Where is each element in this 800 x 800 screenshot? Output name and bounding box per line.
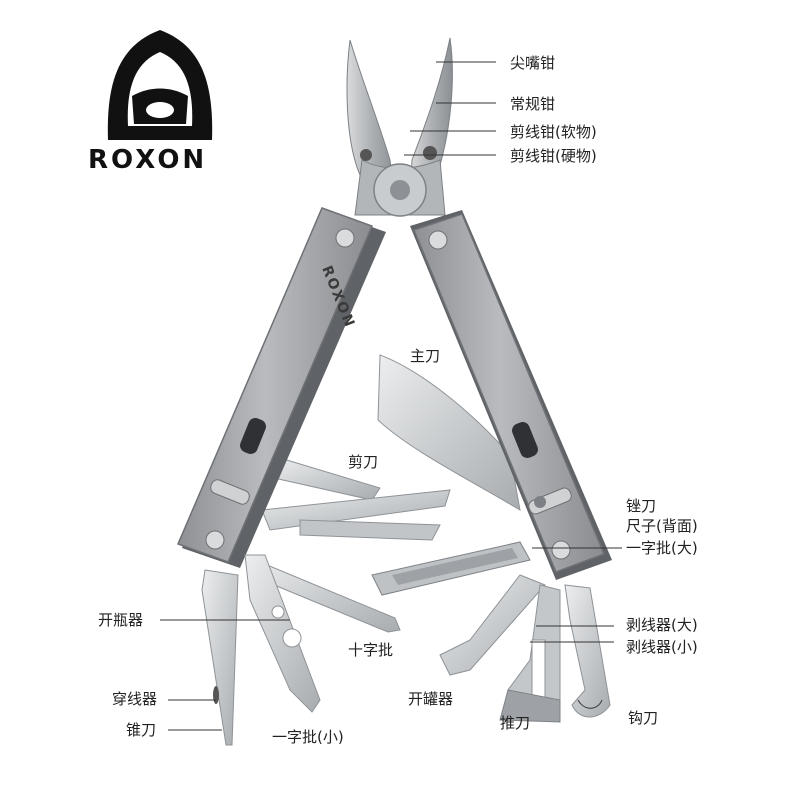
handle-screw-top-right xyxy=(428,230,448,250)
label-threader: 穿线器 xyxy=(112,690,157,708)
lock-slider[interactable] xyxy=(238,416,268,456)
label-awl: 锥刀 xyxy=(126,721,156,739)
logo-text: ROXON xyxy=(88,145,207,175)
handle-screw-top xyxy=(335,228,355,248)
label-scissors: 剪刀 xyxy=(348,453,378,471)
label-flat-screwdriver-small: 一字批(小) xyxy=(272,728,344,746)
label-wire-cutter-hard: 剪线钳(硬物) xyxy=(510,147,597,165)
label-regular-pliers: 常规钳 xyxy=(510,95,555,113)
label-can-opener: 开罐器 xyxy=(408,690,453,708)
leader-lines xyxy=(160,61,622,731)
bottle-opener-tool xyxy=(244,554,321,713)
can-opener-tool xyxy=(439,574,546,676)
handle-screw-bottom-right xyxy=(551,540,571,560)
label-wire-stripper-small: 剥线器(小) xyxy=(626,638,698,656)
label-bottle-opener: 开瓶器 xyxy=(98,611,143,629)
label-hook-knife: 钩刀 xyxy=(628,709,658,727)
awl-blade xyxy=(201,569,239,746)
label-phillips: 十字批 xyxy=(348,641,393,659)
brand-logo: ROXON xyxy=(88,30,213,175)
label-flat-screwdriver-large: 一字批(大) xyxy=(626,539,698,557)
lock-slider-right[interactable] xyxy=(510,420,540,460)
handle-screw-bottom xyxy=(205,530,225,550)
label-file: 锉刀 xyxy=(626,497,656,515)
label-wire-stripper-large: 剥线器(大) xyxy=(626,616,698,634)
left-handle: ROXON xyxy=(176,207,386,568)
label-wire-cutter-soft: 剪线钳(软物) xyxy=(510,123,597,141)
right-handle xyxy=(410,210,612,580)
hook-knife-tool xyxy=(564,584,611,718)
label-push-knife: 推刀 xyxy=(500,714,530,732)
label-needle-nose-pliers: 尖嘴钳 xyxy=(510,54,555,72)
push-knife-tool xyxy=(499,689,561,723)
main-knife-blade xyxy=(377,354,521,511)
label-ruler-back: 尺子(背面) xyxy=(626,517,698,535)
plier-head xyxy=(346,37,453,217)
label-main-knife: 主刀 xyxy=(410,347,440,365)
